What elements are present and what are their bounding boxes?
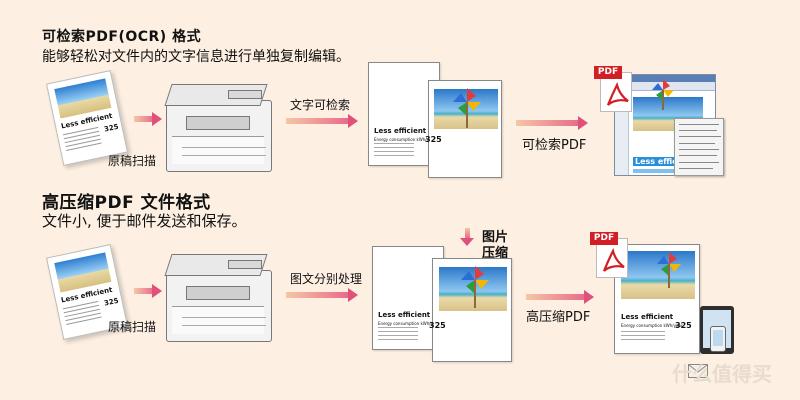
compressed-pdf-label: 高压缩PDF <box>526 310 591 325</box>
image-layer-page: 325 <box>429 258 512 362</box>
doc-number: 325 <box>103 122 120 134</box>
section1-title: 可检索PDF(OCR) 格式 <box>42 29 202 45</box>
page-number: 325 <box>675 321 692 330</box>
context-menu <box>674 118 724 176</box>
page-headline: Less efficient <box>621 313 674 321</box>
acrobat-icon <box>606 81 629 106</box>
section2-subtitle: 文件小, 便于邮件发送和保存。 <box>42 212 247 230</box>
page-caption: Energy consumption kWh/year <box>374 137 436 142</box>
email-icon <box>688 364 708 378</box>
section1-subtitle: 能够轻松对文件内的文字信息进行单独复制编辑。 <box>42 49 350 65</box>
page-caption: Energy consumption kWh/year <box>621 323 683 328</box>
compress-down-arrow <box>460 228 476 248</box>
scanned-document: Less efficient 325 <box>45 70 129 166</box>
pdf-file-icon: PDF <box>594 66 634 112</box>
page-headline: Less efficient <box>374 127 427 135</box>
result-arrow <box>526 290 594 304</box>
scan-arrow <box>134 112 162 126</box>
page-number: 325 <box>429 321 446 330</box>
page-headline: Less efficient <box>378 311 431 319</box>
pinwheel-image <box>652 79 674 110</box>
scan-label: 原稿扫描 <box>108 154 157 168</box>
compress-label-2: 压缩 <box>482 246 509 261</box>
pinwheel-image <box>453 88 481 128</box>
ocr-step-label: 文字可检索 <box>290 98 351 112</box>
compress-label-1: 图片 <box>482 230 509 245</box>
scan-label: 原稿扫描 <box>108 320 157 334</box>
result-arrow <box>516 116 588 130</box>
doc-number: 325 <box>103 296 120 308</box>
separate-step-label: 图文分别处理 <box>290 272 363 286</box>
scan-arrow <box>134 284 162 298</box>
watermark: 什么值得买 <box>672 362 772 386</box>
pinwheel-image <box>657 252 681 288</box>
section2-title: 高压缩PDF 文件格式 <box>42 193 211 213</box>
separate-arrow <box>286 288 358 302</box>
page-caption: Energy consumption kWh/year <box>378 321 440 326</box>
phone-icon <box>710 326 726 352</box>
pdf-tag: PDF <box>594 66 622 79</box>
pdf-file-icon: PDF <box>590 232 630 278</box>
pdf-tag: PDF <box>590 232 618 245</box>
highlighted-text: Less efficient <box>633 157 697 166</box>
ocr-arrow <box>286 114 358 128</box>
printer-icon <box>164 80 278 180</box>
acrobat-icon <box>602 247 625 272</box>
printer-icon <box>164 250 278 350</box>
pinwheel-image <box>461 266 489 308</box>
beach-photo <box>621 251 695 299</box>
searchable-pdf-label: 可检索PDF <box>522 138 587 153</box>
page-number: 325 <box>425 135 442 144</box>
compressed-pdf-page: Less efficient Energy consumption kWh/ye… <box>614 244 700 354</box>
